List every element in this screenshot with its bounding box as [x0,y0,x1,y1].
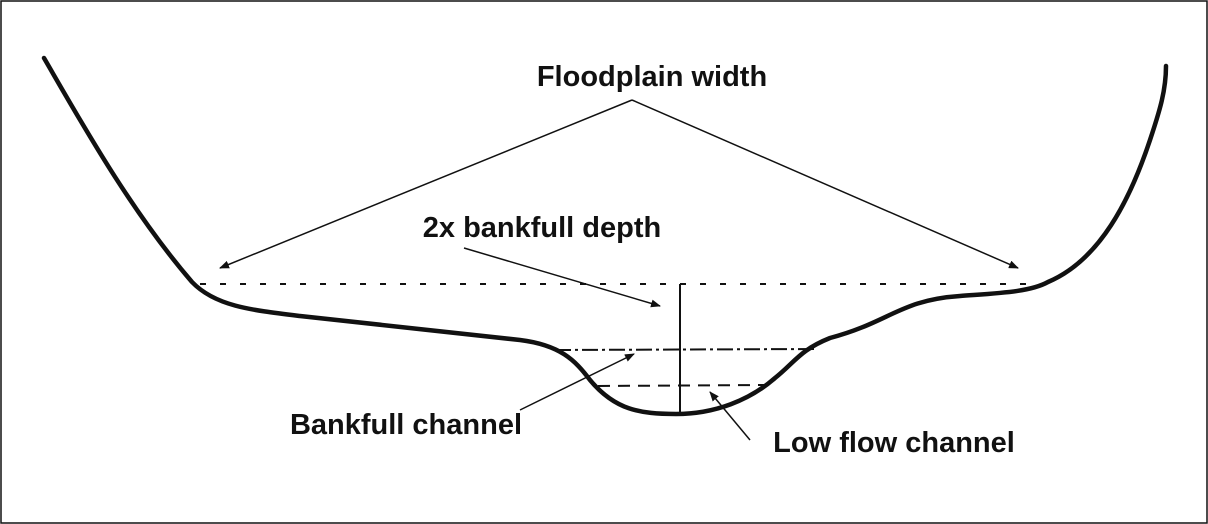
valley-profile [41,55,1169,417]
low-flow-channel-arrow [709,391,751,441]
bankfull-channel-arrow [519,353,635,411]
floodplain-width-arrow-right [631,99,1019,269]
low-flow-channel-label: Low flow channel [773,427,1015,459]
bankfull-level-line [554,348,816,351]
bankfull-depth-label: 2x bankfull depth [423,212,661,244]
low-flow-level-line [597,384,766,387]
bankfull-channel-label: Bankfull channel [290,409,522,441]
bankfull-depth-arrow [463,247,661,308]
floodplain-width-label: Floodplain width [537,61,767,93]
floodplain-width-arrow-left [219,99,633,269]
